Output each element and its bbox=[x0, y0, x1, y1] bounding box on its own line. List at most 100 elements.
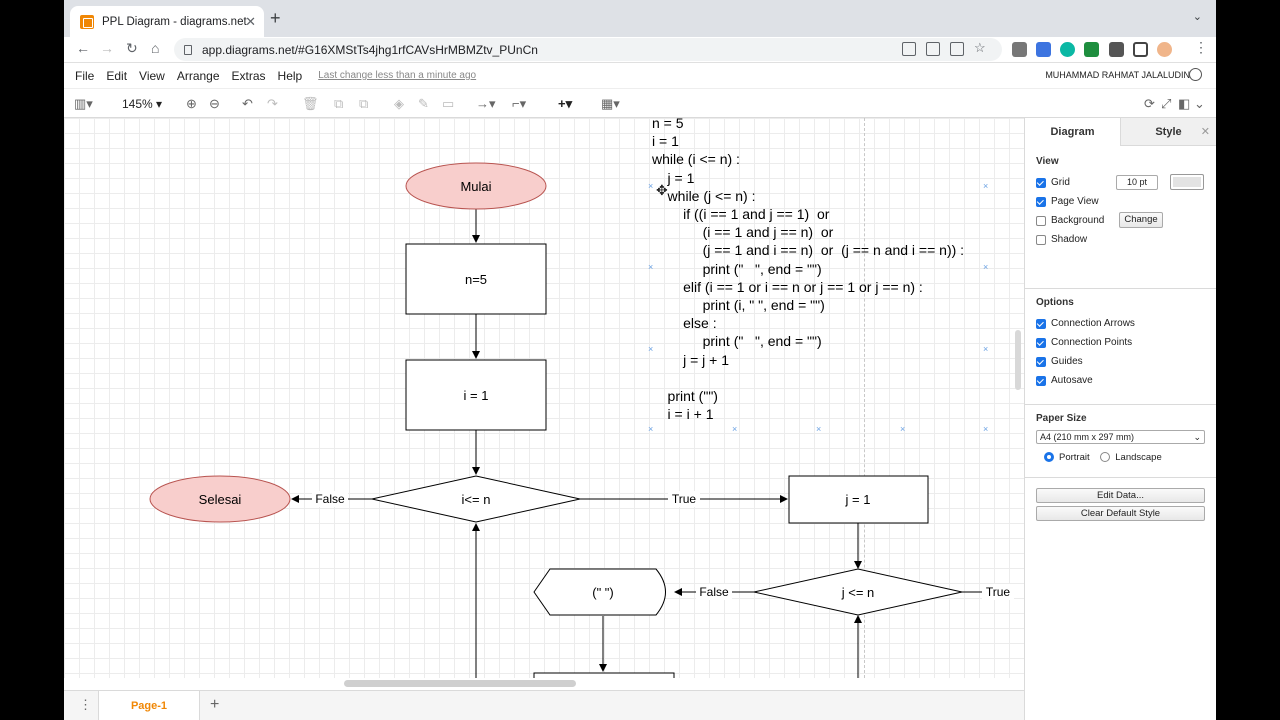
fill-color-icon[interactable]: ◈ bbox=[394, 96, 404, 111]
node-mulai[interactable] bbox=[405, 162, 547, 210]
selection-handle[interactable]: × bbox=[983, 424, 989, 434]
node-cond-i[interactable] bbox=[371, 475, 581, 523]
selection-handle[interactable]: × bbox=[648, 344, 654, 354]
guides-checkbox[interactable] bbox=[1036, 356, 1046, 367]
format-panel-icon[interactable]: ▥▾ bbox=[74, 96, 93, 111]
shadow-icon[interactable]: ▭ bbox=[442, 96, 455, 111]
browser-tab[interactable]: PPL Diagram - diagrams.net ✕ bbox=[70, 6, 264, 37]
node-i-init[interactable] bbox=[405, 359, 547, 431]
puzzle-icon[interactable] bbox=[1109, 42, 1124, 57]
pages-menu-icon[interactable]: ⋮ bbox=[79, 697, 92, 712]
collapse-icon[interactable]: ⌄ bbox=[1194, 96, 1205, 111]
edit-data-button[interactable]: Edit Data... bbox=[1036, 488, 1205, 503]
extension-green-icon[interactable] bbox=[1084, 42, 1099, 57]
to-back-icon[interactable]: ⧉ bbox=[359, 96, 369, 111]
menu-file[interactable]: File bbox=[75, 68, 95, 83]
menu-edit[interactable]: Edit bbox=[106, 68, 128, 83]
node-next-partial[interactable] bbox=[533, 672, 675, 678]
menu-view[interactable]: View bbox=[139, 68, 165, 83]
selection-handle[interactable]: × bbox=[732, 424, 738, 434]
add-page-icon[interactable]: + bbox=[210, 696, 220, 713]
selection-handle[interactable]: × bbox=[900, 424, 906, 434]
tab-diagram[interactable]: Diagram bbox=[1025, 118, 1120, 146]
tab-style[interactable]: Style bbox=[1120, 118, 1216, 146]
page-view-checkbox[interactable] bbox=[1036, 196, 1046, 207]
zoom-select[interactable]: 145% ▾ bbox=[122, 97, 163, 111]
selection-handle[interactable]: × bbox=[648, 424, 654, 434]
redo-icon[interactable]: ↷ bbox=[267, 96, 278, 111]
connection-points-checkbox[interactable] bbox=[1036, 337, 1046, 348]
landscape-radio[interactable] bbox=[1100, 452, 1111, 463]
background-checkbox[interactable] bbox=[1036, 215, 1046, 226]
install-icon[interactable] bbox=[902, 42, 916, 56]
kebab-menu-icon[interactable]: ⋮ bbox=[1194, 39, 1208, 55]
home-icon[interactable]: ⌂ bbox=[151, 40, 160, 56]
grid-checkbox[interactable] bbox=[1036, 177, 1046, 188]
back-icon[interactable]: ← bbox=[76, 40, 90, 56]
fullscreen-icon[interactable]: ⤢ bbox=[1161, 96, 1172, 111]
shadow-checkbox[interactable] bbox=[1036, 234, 1046, 245]
page-tab-1[interactable]: Page-1 bbox=[98, 691, 200, 720]
grid-size-input[interactable]: 10 pt bbox=[1116, 175, 1158, 190]
connection-icon[interactable]: →▾ bbox=[476, 96, 496, 111]
menu-arrange[interactable]: Arrange bbox=[176, 68, 220, 83]
url-field[interactable]: app.diagrams.net/#G16XMStTs4jhg1rfCAVsHr… bbox=[174, 38, 1002, 61]
edge-label-false-1[interactable]: False bbox=[315, 492, 345, 506]
translate-icon[interactable] bbox=[926, 42, 940, 56]
selection-handle[interactable]: × bbox=[983, 344, 989, 354]
zoom-out-icon[interactable]: ⊖ bbox=[209, 96, 220, 111]
node-n-init[interactable] bbox=[405, 243, 547, 315]
sync-icon[interactable]: ⟳ bbox=[1144, 96, 1155, 111]
selection-handle[interactable]: × bbox=[648, 181, 654, 191]
clear-default-style-button[interactable]: Clear Default Style bbox=[1036, 506, 1205, 521]
last-change-link[interactable]: Last change less than a minute ago bbox=[318, 70, 477, 81]
translate-ext-icon[interactable] bbox=[1036, 42, 1051, 57]
grid-color-swatch[interactable] bbox=[1170, 174, 1204, 190]
close-tab-icon[interactable]: ✕ bbox=[245, 14, 256, 29]
insert-icon[interactable]: +▾ bbox=[558, 96, 573, 111]
change-button[interactable]: Change bbox=[1119, 212, 1163, 228]
menu-help[interactable]: Help bbox=[277, 68, 303, 83]
zoom-in-icon[interactable]: ⊕ bbox=[186, 96, 197, 111]
diagram-canvas[interactable]: Mulai n=5 i = 1 i<= n Selesai False True… bbox=[64, 118, 1024, 678]
portrait-radio[interactable] bbox=[1044, 452, 1054, 463]
delete-icon[interactable]: 🗑 bbox=[302, 96, 319, 111]
line-color-icon[interactable]: ✎ bbox=[418, 96, 429, 111]
camera-icon[interactable] bbox=[1012, 42, 1027, 57]
node-j-init[interactable] bbox=[788, 475, 929, 524]
horizontal-scrollbar[interactable] bbox=[344, 680, 576, 687]
chevron-down-icon[interactable]: ⌄ bbox=[1192, 11, 1202, 23]
sidebar-icon[interactable] bbox=[1133, 42, 1148, 57]
bookmark-star-icon[interactable]: ☆ bbox=[974, 40, 986, 55]
undo-icon[interactable]: ↶ bbox=[242, 96, 253, 111]
share-icon[interactable] bbox=[950, 42, 964, 56]
edge-label-false-2[interactable]: False bbox=[699, 585, 729, 599]
connection-arrows-checkbox[interactable] bbox=[1036, 318, 1046, 329]
close-panel-icon[interactable]: ✕ bbox=[1200, 126, 1210, 138]
user-name[interactable]: MUHAMMAD RAHMAT JALALUDIN bbox=[1045, 70, 1190, 80]
paper-size-select[interactable]: A4 (210 mm x 297 mm)⌄ bbox=[1036, 430, 1205, 444]
new-tab-icon[interactable]: + bbox=[270, 8, 281, 28]
forward-icon[interactable]: → bbox=[100, 40, 114, 56]
autosave-checkbox[interactable] bbox=[1036, 375, 1046, 386]
node-cond-j[interactable] bbox=[753, 568, 963, 616]
avatar[interactable] bbox=[1157, 42, 1172, 57]
selection-handle[interactable]: × bbox=[648, 262, 654, 272]
vertical-scrollbar[interactable] bbox=[1015, 330, 1021, 390]
menu-extras[interactable]: Extras bbox=[231, 68, 266, 83]
globe-icon[interactable] bbox=[1189, 68, 1202, 81]
selection-handle[interactable]: × bbox=[816, 424, 822, 434]
selection-handle[interactable]: × bbox=[983, 181, 989, 191]
selection-handle[interactable]: × bbox=[983, 262, 989, 272]
edge-label-true-2[interactable]: True bbox=[986, 585, 1011, 599]
reload-icon[interactable]: ↻ bbox=[126, 40, 138, 56]
edge-label-true-1[interactable]: True bbox=[672, 492, 697, 506]
node-print-display[interactable] bbox=[533, 568, 666, 616]
to-front-icon[interactable]: ⧉ bbox=[334, 96, 344, 111]
waypoints-icon[interactable]: ⌐▾ bbox=[512, 96, 527, 111]
extension-c-icon[interactable] bbox=[1060, 42, 1075, 57]
table-icon[interactable]: ▦▾ bbox=[601, 96, 620, 111]
node-selesai[interactable] bbox=[149, 475, 291, 523]
panel-toggle-icon[interactable]: ◧ bbox=[1178, 96, 1191, 111]
